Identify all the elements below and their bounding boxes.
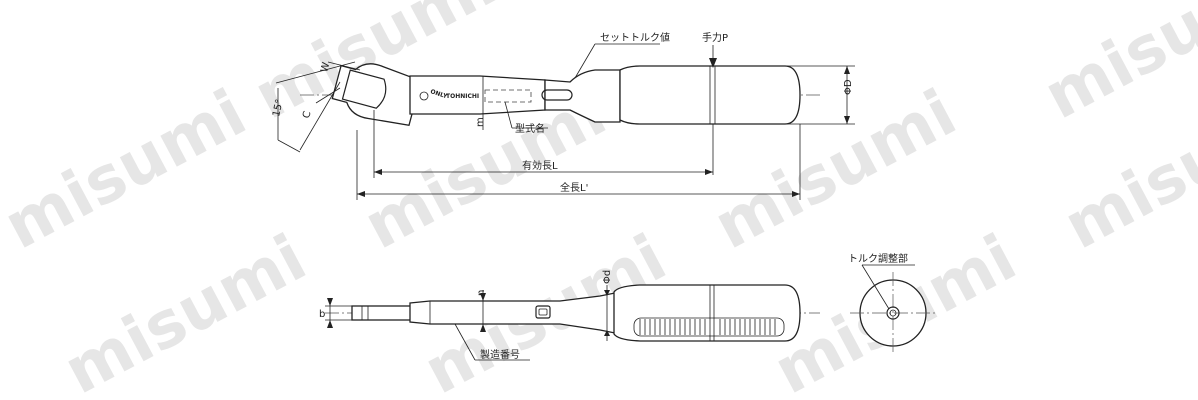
torque-adjust-leader: トルク調整部 <box>848 252 915 310</box>
dim-W-label: W <box>319 61 332 74</box>
dim-m: m <box>475 76 486 130</box>
dim-b: b <box>319 298 352 328</box>
spanner-head <box>331 63 422 126</box>
side-grip <box>613 284 801 342</box>
dim-n-label: n <box>476 290 487 296</box>
dim-b-label: b <box>319 309 325 320</box>
side-head <box>351 305 413 321</box>
hand-force-label: 手力P <box>702 31 728 44</box>
torque-window <box>541 89 573 101</box>
diameter-d-label: Φd <box>602 270 613 284</box>
dim-diameter-D: ΦD <box>785 65 855 125</box>
wrench-side-view: b n Φd 製造番号 <box>319 270 820 361</box>
watermark-text: misumi <box>53 221 318 400</box>
dim-m-label: m <box>475 117 486 127</box>
hand-force-indicator: 手力P <box>702 31 728 175</box>
wrench-top-view: ONLY TOHNICHI セットトルク値 手力P <box>271 31 855 200</box>
watermark-text: misumi <box>1033 0 1198 134</box>
model-name-leader: 型式名 <box>504 101 548 135</box>
dim-total-length: 全長L' <box>356 124 801 200</box>
watermark-text: misumi <box>0 76 258 264</box>
angle-label: 15° <box>271 98 285 118</box>
serial-number-leader: 製造番号 <box>454 323 530 361</box>
dim-head-angle: W C 15° <box>271 61 361 153</box>
model-name-label: 型式名 <box>515 122 545 135</box>
torque-adjust-label: トルク調整部 <box>848 252 908 265</box>
total-length-label: 全長L' <box>560 181 588 194</box>
stamp-brand: TOHNICHI <box>446 93 479 100</box>
grip-knurling <box>633 317 785 337</box>
diameter-D-label: ΦD <box>843 79 854 95</box>
effective-length-label: 有効長L <box>522 159 558 172</box>
set-torque-label: セットトルク値 <box>600 31 670 44</box>
dim-diameter-d: Φd <box>602 270 613 341</box>
dim-C-label: C <box>301 110 313 120</box>
set-torque-leader: セットトルク値 <box>574 31 670 79</box>
serial-number-label: 製造番号 <box>480 348 520 361</box>
model-name-area <box>484 89 532 103</box>
dim-effective-length: 有効長L <box>373 110 713 178</box>
wrench-end-view: トルク調整部 <box>848 252 936 354</box>
torque-adjust-socket <box>886 306 900 320</box>
wrench-tube <box>544 69 621 123</box>
dim-n: n <box>476 290 487 332</box>
serial-plate <box>535 305 551 319</box>
